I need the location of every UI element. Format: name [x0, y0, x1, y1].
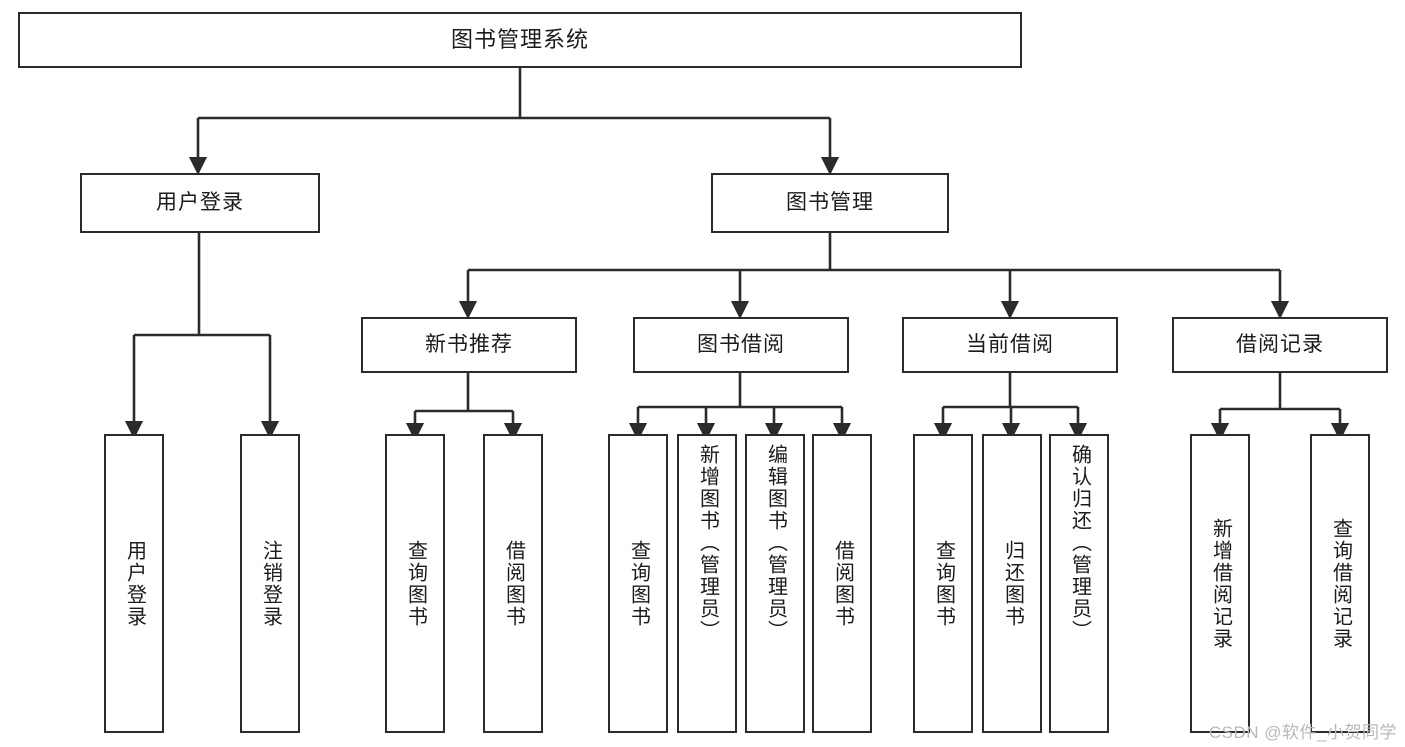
leaf-add-borrow-record[interactable]: 新增借阅记录	[1190, 434, 1250, 733]
node-label: 归还图书	[1001, 539, 1024, 628]
leaf-logout[interactable]: 注销登录	[240, 434, 300, 733]
node-label: 新书推荐	[425, 333, 513, 357]
node-new-book-recommend[interactable]: 新书推荐	[361, 317, 577, 373]
leaf-confirm-return-admin[interactable]: 确认归还（管理员）	[1049, 434, 1109, 733]
leaf-query-book-recommend[interactable]: 查询图书	[385, 434, 445, 733]
node-label: 用户登录	[156, 191, 244, 215]
watermark-text: CSDN @软件_小贺同学	[1208, 723, 1397, 742]
node-borrow-record[interactable]: 借阅记录	[1172, 317, 1388, 373]
node-label: 借阅图书	[502, 539, 525, 628]
node-user-login[interactable]: 用户登录	[80, 173, 320, 233]
leaf-query-book-borrow[interactable]: 查询图书	[608, 434, 668, 733]
node-label: 注销登录	[259, 539, 282, 628]
node-label: 查询图书	[404, 539, 427, 628]
leaf-query-borrow-record[interactable]: 查询借阅记录	[1310, 434, 1370, 733]
leaf-borrow-book-recommend[interactable]: 借阅图书	[483, 434, 543, 733]
leaf-borrow-book[interactable]: 借阅图书	[812, 434, 872, 733]
leaf-query-book-current[interactable]: 查询图书	[913, 434, 973, 733]
node-label: 编辑图书（管理员）	[764, 444, 787, 642]
node-label: 借阅图书	[831, 539, 854, 628]
node-label: 查询借阅记录	[1329, 517, 1352, 650]
node-book-borrow[interactable]: 图书借阅	[633, 317, 849, 373]
node-label: 借阅记录	[1236, 333, 1324, 357]
node-label: 确认归还（管理员）	[1068, 444, 1091, 642]
node-label: 新增图书（管理员）	[696, 444, 719, 642]
node-label: 用户登录	[123, 539, 146, 628]
node-label: 当前借阅	[966, 333, 1054, 357]
node-book-management[interactable]: 图书管理	[711, 173, 949, 233]
node-label: 图书管理	[786, 191, 874, 215]
node-current-borrow[interactable]: 当前借阅	[902, 317, 1118, 373]
leaf-return-book[interactable]: 归还图书	[982, 434, 1042, 733]
node-label: 新增借阅记录	[1209, 517, 1232, 650]
node-label: 图书管理系统	[450, 26, 589, 52]
leaf-user-login[interactable]: 用户登录	[104, 434, 164, 733]
node-label: 查询图书	[627, 539, 650, 628]
leaf-add-book-admin[interactable]: 新增图书（管理员）	[677, 434, 737, 733]
node-label: 查询图书	[932, 539, 955, 628]
node-label: 图书借阅	[697, 333, 785, 357]
node-root-book-management-system[interactable]: 图书管理系统	[18, 12, 1022, 68]
leaf-edit-book-admin[interactable]: 编辑图书（管理员）	[745, 434, 805, 733]
